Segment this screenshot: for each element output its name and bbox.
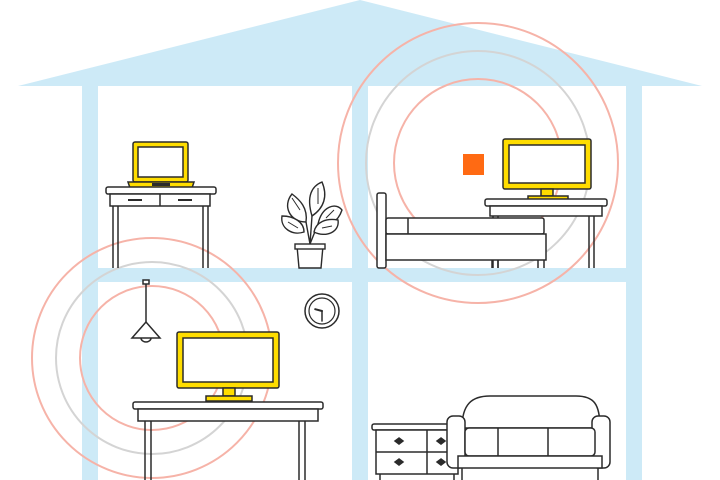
roof — [18, 0, 702, 86]
dresser-icon — [371, 423, 463, 480]
bed-icon — [376, 192, 547, 269]
plant-icon — [281, 181, 343, 269]
right-wall — [626, 86, 642, 480]
middle-floor — [82, 268, 642, 282]
monitor-icon — [502, 138, 592, 201]
laptop-icon — [126, 141, 196, 189]
clock-icon — [304, 293, 340, 329]
desk-icon — [105, 186, 217, 268]
sofa-icon — [446, 395, 611, 480]
router-icon — [463, 154, 484, 175]
pendant-lamp-icon — [130, 279, 162, 343]
monitor-icon — [176, 331, 280, 402]
center-wall — [352, 86, 368, 480]
desk-icon — [132, 401, 324, 480]
left-wall — [82, 86, 98, 480]
